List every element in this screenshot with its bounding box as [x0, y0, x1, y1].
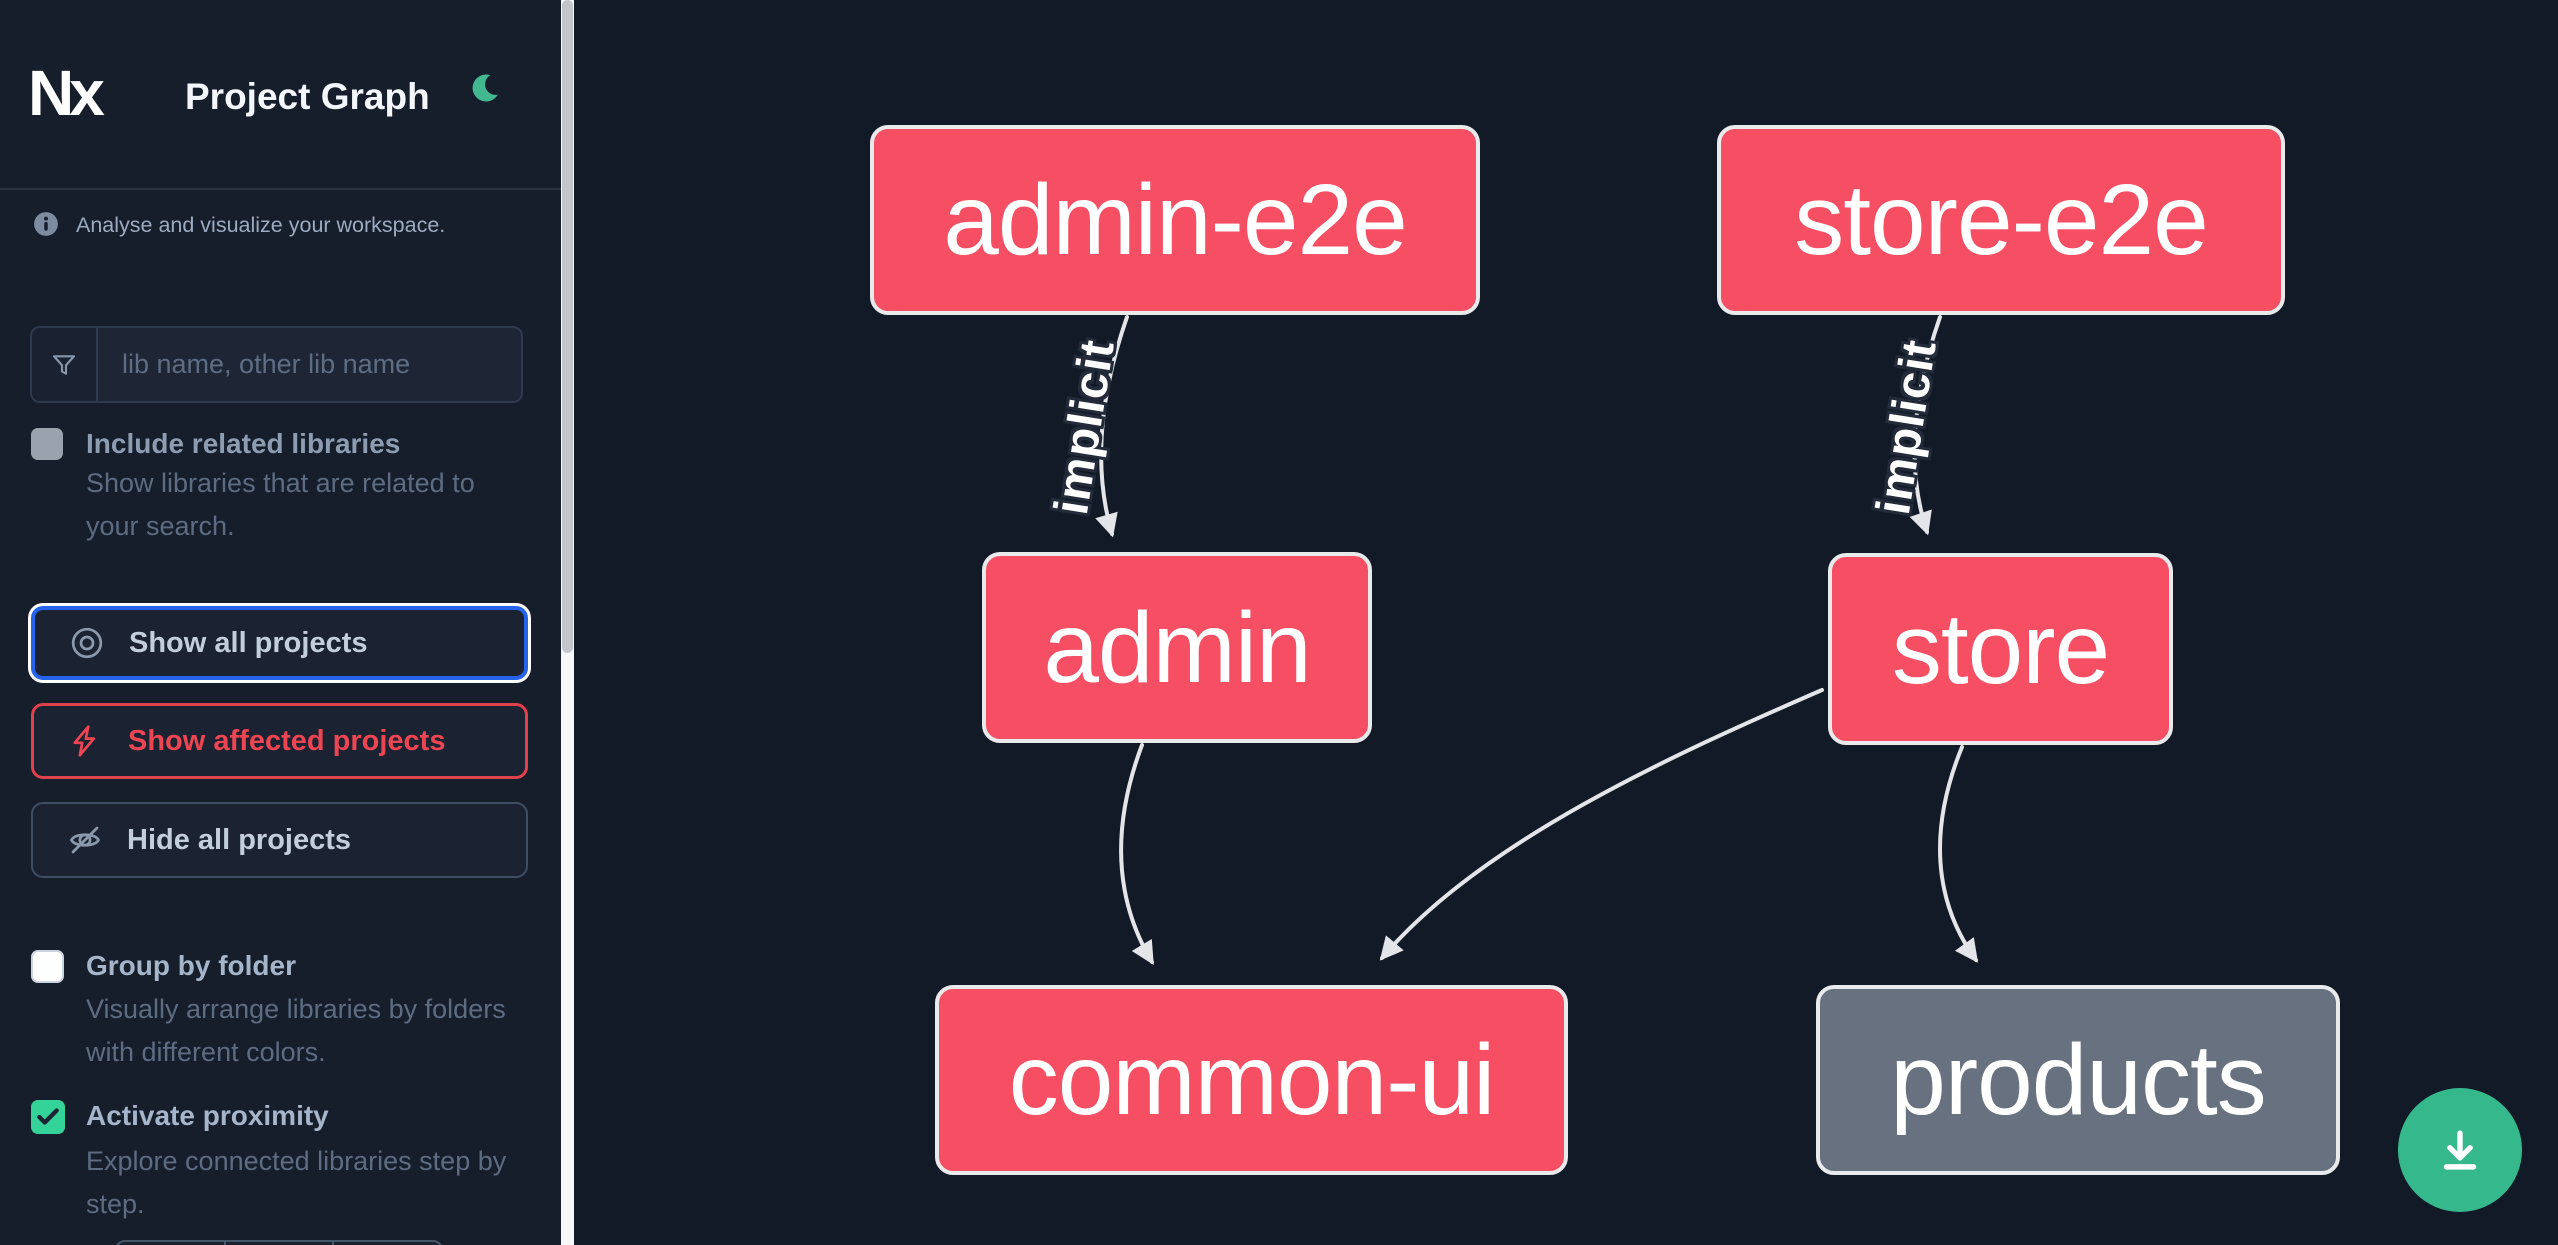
include-related-label: Include related libraries — [86, 428, 401, 459]
graph-node-store[interactable]: store — [1828, 553, 2173, 745]
download-icon — [2433, 1123, 2487, 1177]
graph-node-admin-e2e[interactable]: admin-e2e — [870, 125, 1480, 315]
nx-logo: Nx — [28, 57, 138, 129]
eye-off-icon — [67, 822, 103, 858]
node-label: common-ui — [1008, 1024, 1496, 1136]
show-affected-projects-button[interactable]: Show affected projects — [31, 703, 528, 779]
activate-proximity-checkbox[interactable] — [31, 1100, 65, 1134]
include-related-description: Show libraries that are related to your … — [86, 468, 475, 541]
header-divider — [0, 188, 561, 190]
edge-store-products — [1938, 745, 1979, 963]
page-title: Project Graph — [185, 76, 430, 117]
include-related-checkbox[interactable] — [31, 428, 63, 460]
show-affected-label: Show affected projects — [128, 724, 446, 757]
graph-node-products[interactable]: products — [1816, 985, 2340, 1175]
edge-store-common-ui — [1379, 688, 1824, 961]
graph-node-admin[interactable]: admin — [982, 552, 1372, 743]
check-icon — [35, 1104, 61, 1130]
node-label: admin-e2e — [943, 164, 1408, 276]
group-by-folder-description: Visually arrange libraries by folders wi… — [86, 994, 506, 1067]
proximity-depth-control[interactable] — [115, 1240, 443, 1245]
moon-icon — [468, 70, 508, 106]
edge-admin-e2e-admin — [1095, 315, 1129, 538]
group-by-folder-checkbox[interactable] — [31, 950, 64, 983]
download-image-button[interactable] — [2398, 1088, 2522, 1212]
activate-proximity-label: Activate proximity — [86, 1100, 329, 1131]
node-label: products — [1890, 1024, 2267, 1136]
nx-logo-text: Nx — [28, 57, 105, 129]
filter-icon — [32, 328, 98, 401]
search-input[interactable] — [98, 328, 521, 401]
intro-text: Analyse and visualize your workspace. — [76, 213, 446, 237]
search-box — [30, 326, 523, 403]
node-label: admin — [1043, 591, 1311, 704]
proximity-decrement-segment[interactable] — [117, 1242, 226, 1245]
theme-toggle[interactable] — [468, 68, 508, 108]
show-all-projects-button[interactable]: Show all projects — [31, 606, 528, 680]
group-by-folder-label: Group by folder — [86, 950, 296, 981]
edge-admin-common-ui — [1119, 743, 1154, 966]
show-all-label: Show all projects — [129, 626, 368, 659]
activate-proximity-description: Explore connected libraries step by step… — [86, 1146, 507, 1219]
node-label: store — [1891, 593, 2110, 705]
node-label: store-e2e — [1794, 164, 2208, 276]
edge-store-e2e-store — [1909, 315, 1942, 536]
hide-all-label: Hide all projects — [127, 823, 352, 856]
graph-node-store-e2e[interactable]: store-e2e — [1717, 125, 2285, 315]
bolt-icon — [68, 723, 104, 759]
sidebar: Nx Project Graph Analyse and visualize y… — [0, 0, 561, 1245]
graph-node-common-ui[interactable]: common-ui — [935, 985, 1568, 1175]
info-icon — [33, 211, 59, 237]
sidebar-scrollbar-track[interactable] — [561, 0, 574, 1245]
hide-all-projects-button[interactable]: Hide all projects — [31, 802, 528, 878]
eye-icon — [69, 625, 105, 661]
sidebar-scrollbar-thumb[interactable] — [562, 0, 573, 653]
proximity-value-segment — [226, 1242, 335, 1245]
